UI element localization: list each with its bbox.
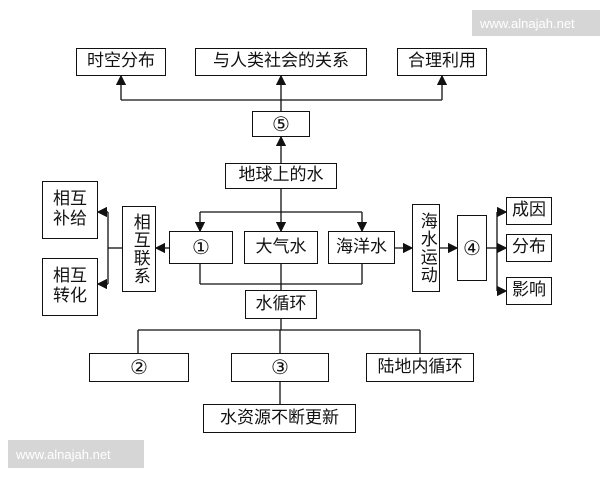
node-spatiotemporal: 时空分布 [76,48,166,76]
node-ocean-motion: 海水运动 [412,204,440,292]
node-3: ③ [231,353,329,382]
node-5: ⑤ [252,111,310,137]
watermark-bottom: www.alnajah.net [8,440,144,468]
node-cause: 成因 [506,197,552,225]
node-mutual-supply: 相互补给 [42,181,98,239]
node-land-cycle: 陆地内循环 [366,353,474,382]
node-earth-water: 地球上的水 [225,163,337,189]
node-water-cycle: 水循环 [245,290,317,319]
watermark-top: www.alnajah.net [472,10,600,36]
node-4: ④ [457,215,487,281]
node-rational-use: 合理利用 [397,48,487,76]
node-mutual-transform: 相互转化 [42,258,98,316]
node-distribution: 分布 [506,234,552,262]
node-human-relation: 与人类社会的关系 [195,48,367,76]
node-ocean-water: 海洋水 [328,231,395,264]
node-2: ② [89,353,189,382]
node-influence: 影响 [506,277,552,305]
node-atmos-water: 大气水 [244,231,318,264]
node-1: ① [169,231,233,264]
node-renewal: 水资源不断更新 [203,404,356,433]
node-mutual-link: 相互联系 [122,206,156,292]
